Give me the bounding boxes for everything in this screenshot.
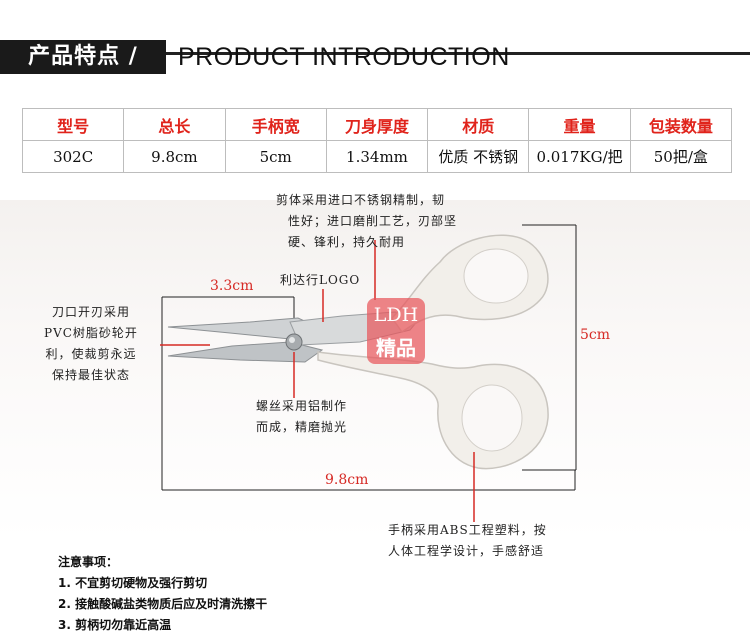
note-handle: 手柄采用ABS工程塑料，按 人体工程学设计，手感舒适 <box>388 523 547 558</box>
spec-header-package: 包装数量 <box>629 108 733 141</box>
measure-height: 5cm <box>580 327 611 343</box>
care-note-item: 1. 不宜剪切硬物及强行剪切 <box>58 576 208 590</box>
section-title-cn: 产品特点 / <box>0 40 166 74</box>
lower-blade <box>167 341 324 363</box>
spec-value-row: 302C 9.8cm 5cm 1.34mm 优质 不锈钢 0.017KG/把 5… <box>21 140 733 173</box>
measure-blade-length: 3.3cm <box>210 278 254 294</box>
spec-header-handle-width: 手柄宽 <box>224 108 327 141</box>
note-logo: 利达行LOGO <box>280 273 361 287</box>
note-body-material: 剪体采用进口不锈钢精制，韧 性好；进口磨削工艺，刃部坚 硬、锋利，持久耐用 <box>276 193 458 249</box>
spec-value-model: 302C <box>21 140 125 173</box>
ldh-stamp-cn: 精品 <box>376 336 416 360</box>
ldh-stamp <box>367 298 425 364</box>
spec-header-blade-thickness: 刀身厚度 <box>325 108 429 141</box>
spec-value-handle-width: 5cm <box>224 140 327 173</box>
care-notes: 注意事项： 1. 不宜剪切硬物及强行剪切 2. 接触酸碱盐类物质后应及时清洗擦干… <box>58 552 267 636</box>
measure-total-length: 9.8cm <box>325 472 369 488</box>
spec-table: 型号 总长 手柄宽 刀身厚度 材质 重量 包装数量 302C 9.8cm 5cm… <box>21 108 733 173</box>
ldh-stamp-text: LDH <box>373 304 419 326</box>
lower-handle-hole <box>461 384 523 452</box>
care-note-item: 2. 接触酸碱盐类物质后应及时清洗擦干 <box>58 597 268 611</box>
spec-value-material: 优质 不锈钢 <box>427 140 530 173</box>
spec-value-weight: 0.017KG/把 <box>528 140 631 173</box>
spec-value-length: 9.8cm <box>123 140 226 173</box>
upper-handle-hole <box>463 248 529 304</box>
care-notes-title: 注意事项： <box>58 555 119 569</box>
care-note-item: 3. 剪柄切勿靠近高温 <box>58 618 172 632</box>
spec-value-blade-thickness: 1.34mm <box>325 140 429 173</box>
spec-header-row: 型号 总长 手柄宽 刀身厚度 材质 重量 包装数量 <box>21 108 733 141</box>
spec-header-length: 总长 <box>123 108 226 141</box>
section-title-en: PRODUCT INTRODUCTION <box>178 43 510 71</box>
note-screw: 螺丝采用铝制作 而成，精磨抛光 <box>256 399 348 434</box>
note-edge: 刀口开刃采用 PVC树脂砂轮开 利，使裁剪永远 保持最佳状态 <box>44 305 138 382</box>
screw-highlight <box>289 337 295 343</box>
spec-value-package: 50把/盒 <box>629 140 733 173</box>
spec-header-weight: 重量 <box>528 108 631 141</box>
header-underline <box>0 52 750 55</box>
spec-header-material: 材质 <box>427 108 530 141</box>
